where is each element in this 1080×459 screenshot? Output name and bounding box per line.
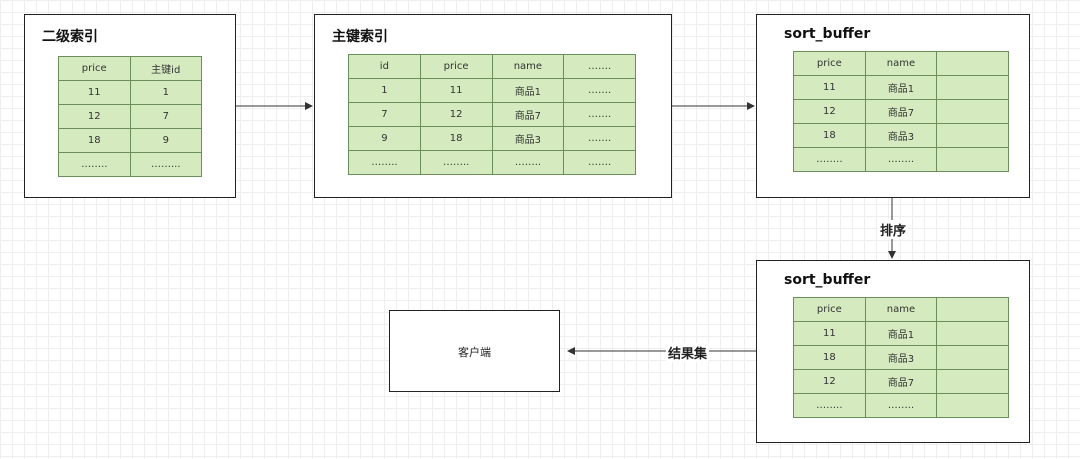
sort-buffer-title: sort_buffer xyxy=(784,272,871,288)
table-cell: 商品3 xyxy=(864,345,938,370)
table-cell: 12 xyxy=(58,104,131,129)
client-box: 客户端 xyxy=(389,310,560,392)
header-cell: price xyxy=(793,51,866,76)
table-row: 18 9 xyxy=(58,128,202,153)
table-row: 18 商品3 xyxy=(793,345,1009,370)
table-cell: 7 xyxy=(129,104,202,129)
table-cell xyxy=(936,345,1009,370)
table-cell: 商品1 xyxy=(864,321,938,346)
table-cell: …….. xyxy=(58,152,131,177)
table-cell xyxy=(936,393,1009,418)
table-cell: 9 xyxy=(348,126,421,151)
client-label: 客户端 xyxy=(458,346,491,359)
secondary-index-box: 二级索引 price 主键id 11 1 12 7 18 9 …….. ……..… xyxy=(24,14,236,198)
table-header-row: price name xyxy=(793,297,1009,322)
sort-buffer-table-unsorted: price name 11 商品1 12 商品7 18 商品3 …….. …….… xyxy=(793,51,1009,172)
table-row: 11 商品1 xyxy=(793,75,1009,100)
header-cell xyxy=(936,51,1009,76)
header-cell: price xyxy=(419,54,493,79)
table-cell: 9 xyxy=(129,128,202,153)
header-cell: 主键id xyxy=(129,56,202,81)
table-cell: 11 xyxy=(793,75,866,100)
table-row: 11 商品1 xyxy=(793,321,1009,346)
table-header-row: price name xyxy=(793,51,1009,76)
table-cell: 18 xyxy=(793,123,866,148)
table-cell: 商品3 xyxy=(491,126,565,151)
table-cell: 1 xyxy=(129,80,202,105)
table-cell: 商品7 xyxy=(864,99,938,124)
table-cell: 11 xyxy=(419,78,493,103)
table-row: 12 商品7 xyxy=(793,99,1009,124)
table-row: …….. ……... xyxy=(58,152,202,177)
table-cell xyxy=(936,75,1009,100)
header-cell: price xyxy=(58,56,131,81)
primary-index-box: 主键索引 id price name ……. 1 11 商品1 ……. 7 12… xyxy=(314,14,672,198)
table-row: …….. …….. xyxy=(793,393,1009,418)
table-row: 12 7 xyxy=(58,104,202,129)
table-row: 11 1 xyxy=(58,80,202,105)
header-cell: name xyxy=(491,54,565,79)
table-cell: 商品1 xyxy=(864,75,938,100)
table-cell: 7 xyxy=(348,102,421,127)
table-header-row: price 主键id xyxy=(58,56,202,81)
table-row: …….. …….. xyxy=(793,147,1009,172)
table-cell: 商品7 xyxy=(491,102,565,127)
table-cell xyxy=(936,321,1009,346)
secondary-index-title: 二级索引 xyxy=(42,29,98,45)
table-cell: …….. xyxy=(864,147,938,172)
table-cell: …….. xyxy=(864,393,938,418)
table-cell: ……. xyxy=(563,102,636,127)
table-cell: ……. xyxy=(563,126,636,151)
table-header-row: id price name ……. xyxy=(348,54,636,79)
table-row: 1 11 商品1 ……. xyxy=(348,78,636,103)
table-cell: …….. xyxy=(793,147,866,172)
table-row: 7 12 商品7 ……. xyxy=(348,102,636,127)
table-cell xyxy=(936,369,1009,394)
table-cell: …….. xyxy=(348,150,421,175)
table-cell: 商品3 xyxy=(864,123,938,148)
table-cell: 商品1 xyxy=(491,78,565,103)
table-row: 9 18 商品3 ……. xyxy=(348,126,636,151)
secondary-index-table: price 主键id 11 1 12 7 18 9 …….. ……... xyxy=(58,56,202,177)
sort-buffer-box-sorted: sort_buffer price name 11 商品1 18 商品3 12 … xyxy=(756,260,1030,443)
table-cell: 18 xyxy=(419,126,493,151)
primary-index-title: 主键索引 xyxy=(332,29,388,45)
header-cell: id xyxy=(348,54,421,79)
table-cell xyxy=(936,123,1009,148)
table-row: 18 商品3 xyxy=(793,123,1009,148)
table-row: 12 商品7 xyxy=(793,369,1009,394)
primary-index-table: id price name ……. 1 11 商品1 ……. 7 12 商品7 … xyxy=(348,54,636,175)
table-cell: 18 xyxy=(793,345,866,370)
header-cell: name xyxy=(864,297,938,322)
table-cell: ……. xyxy=(563,150,636,175)
table-cell: 18 xyxy=(58,128,131,153)
table-cell: ……... xyxy=(129,152,202,177)
table-cell: …….. xyxy=(793,393,866,418)
header-cell: ……. xyxy=(563,54,636,79)
table-cell: 商品7 xyxy=(864,369,938,394)
table-cell: 11 xyxy=(58,80,131,105)
table-cell: …….. xyxy=(419,150,493,175)
table-cell: 12 xyxy=(419,102,493,127)
table-row: …….. …….. …….. ……. xyxy=(348,150,636,175)
table-cell: …….. xyxy=(491,150,565,175)
header-cell xyxy=(936,297,1009,322)
table-cell: 12 xyxy=(793,99,866,124)
sort-buffer-table-sorted: price name 11 商品1 18 商品3 12 商品7 …….. …….… xyxy=(793,297,1009,418)
table-cell: 12 xyxy=(793,369,866,394)
sort-buffer-title: sort_buffer xyxy=(784,26,871,42)
table-cell: ……. xyxy=(563,78,636,103)
table-cell: 1 xyxy=(348,78,421,103)
header-cell: price xyxy=(793,297,866,322)
table-cell xyxy=(936,147,1009,172)
header-cell: name xyxy=(864,51,938,76)
sort-edge-label: 排序 xyxy=(878,220,909,239)
table-cell: 11 xyxy=(793,321,866,346)
table-cell xyxy=(936,99,1009,124)
result-edge-label: 结果集 xyxy=(666,343,710,362)
sort-buffer-box-unsorted: sort_buffer price name 11 商品1 12 商品7 18 … xyxy=(756,14,1030,198)
